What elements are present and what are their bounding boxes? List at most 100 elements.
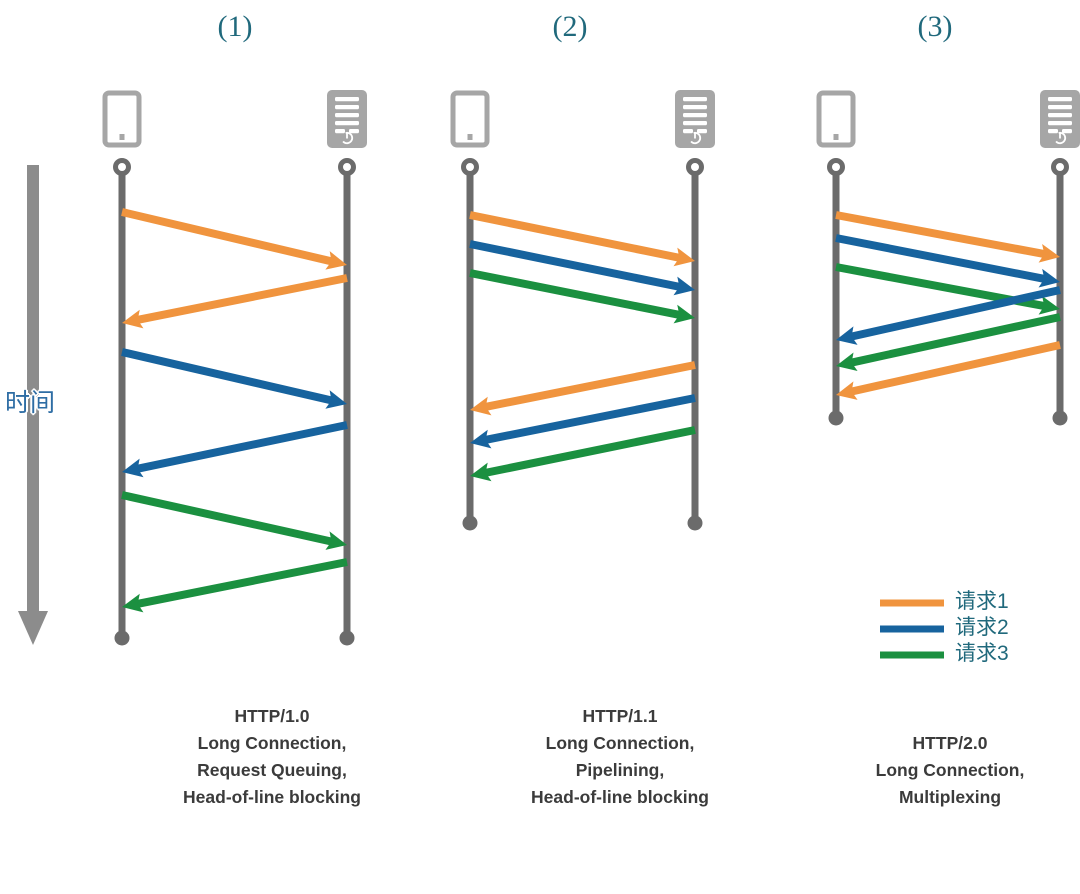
message-line	[835, 211, 1046, 259]
lifeline-start-node	[338, 158, 356, 176]
phone-home-button	[833, 134, 839, 140]
lifeline-start-node	[461, 158, 479, 176]
caption-line: Long Connection,	[197, 733, 347, 753]
lifeline-end-node	[1052, 410, 1068, 426]
phone-screen	[825, 99, 847, 135]
message-line	[469, 211, 682, 262]
arrow-head-icon	[122, 309, 144, 329]
lifeline-panel-1-client	[113, 158, 131, 646]
server-bar	[335, 113, 359, 118]
panel-2	[450, 90, 715, 531]
message-line	[135, 274, 348, 324]
power-icon-ring	[1053, 131, 1067, 145]
arrow-head-icon	[122, 593, 144, 613]
arrow-head-icon	[836, 326, 858, 345]
message-arrow-3-1	[835, 211, 1060, 263]
arrow-head-icon	[1038, 243, 1060, 263]
server-bar-half-right	[1062, 129, 1072, 134]
message-line	[849, 341, 1061, 396]
phone-home-button	[467, 134, 473, 140]
arrow-head-icon	[673, 247, 695, 267]
server-body	[675, 90, 715, 148]
message-arrow-3-2	[835, 234, 1060, 288]
message-line	[849, 286, 1061, 341]
server-bar-half-left	[683, 129, 693, 134]
arrow-head-icon	[325, 531, 347, 550]
arrow-head-icon	[325, 390, 347, 409]
phone-body	[450, 90, 490, 148]
server-bar	[683, 105, 707, 110]
message-line	[835, 234, 1047, 284]
legend-label-2: 请求2	[955, 616, 1009, 639]
arrow-head-icon	[122, 458, 144, 478]
message-line	[135, 421, 348, 473]
message-line	[121, 208, 334, 266]
legend-label-1: 请求1	[955, 590, 1009, 613]
caption-line: Head-of-line blocking	[531, 787, 709, 807]
server-body	[1040, 90, 1080, 148]
message-arrow-2-5	[470, 394, 696, 449]
lifeline-start-node	[1051, 158, 1069, 176]
server-bar	[683, 113, 707, 118]
phone-screen	[459, 99, 481, 135]
lifeline-end-node	[114, 630, 130, 646]
message-arrow-3-5	[836, 313, 1061, 372]
message-arrow-2-2	[469, 240, 695, 296]
arrow-head-icon	[1038, 295, 1060, 315]
panel-3	[816, 90, 1080, 426]
lifeline-start-node	[827, 158, 845, 176]
lifeline-end-node	[462, 515, 478, 531]
lifeline-end-node	[828, 410, 844, 426]
message-arrow-2-3	[469, 269, 695, 324]
message-line	[849, 313, 1061, 367]
server-bar	[335, 121, 359, 126]
message-arrow-1-5	[121, 491, 347, 550]
arrow-head-icon	[470, 462, 492, 482]
message-arrow-1-6	[122, 558, 348, 613]
arrow-head-icon	[470, 396, 492, 416]
server-body	[327, 90, 367, 148]
server-bar-half-left	[1048, 129, 1058, 134]
lifeline-end-node	[687, 515, 703, 531]
server-bar	[335, 105, 359, 110]
server-bar	[335, 97, 359, 102]
message-line	[135, 558, 348, 608]
lifeline-panel-1-server	[338, 158, 356, 646]
message-line	[483, 394, 696, 444]
arrow-head-icon	[470, 429, 492, 449]
message-arrow-1-3	[121, 348, 347, 409]
phone-home-button	[119, 134, 125, 140]
lifeline-start-node	[686, 158, 704, 176]
caption-line: Long Connection,	[545, 733, 695, 753]
caption-line: Head-of-line blocking	[183, 787, 361, 807]
message-arrow-1-2	[122, 274, 348, 329]
lifeline-panel-2-client	[461, 158, 479, 531]
mobile-phone-icon	[816, 90, 856, 148]
arrow-head-icon	[836, 352, 858, 372]
caption-line: Multiplexing	[898, 787, 1002, 807]
phone-body	[816, 90, 856, 148]
server-bar	[683, 97, 707, 102]
server-bar	[1048, 105, 1072, 110]
message-line	[469, 240, 682, 291]
panel-title-1: (1)	[217, 10, 253, 43]
message-line	[469, 269, 682, 319]
caption-line: HTTP/1.0	[234, 706, 310, 726]
server-icon	[675, 90, 715, 148]
message-arrow-1-1	[121, 208, 347, 270]
server-bar	[1048, 113, 1072, 118]
message-arrow-1-4	[122, 421, 348, 478]
legend	[880, 599, 944, 659]
server-bar	[683, 121, 707, 126]
power-icon-ring	[688, 131, 702, 145]
mobile-phone-icon	[450, 90, 490, 148]
server-bar-half-right	[697, 129, 707, 134]
caption-line: Pipelining,	[575, 760, 665, 780]
message-arrow-2-6	[470, 426, 696, 482]
panel-title-2: (2)	[552, 10, 588, 43]
server-icon	[327, 90, 367, 148]
